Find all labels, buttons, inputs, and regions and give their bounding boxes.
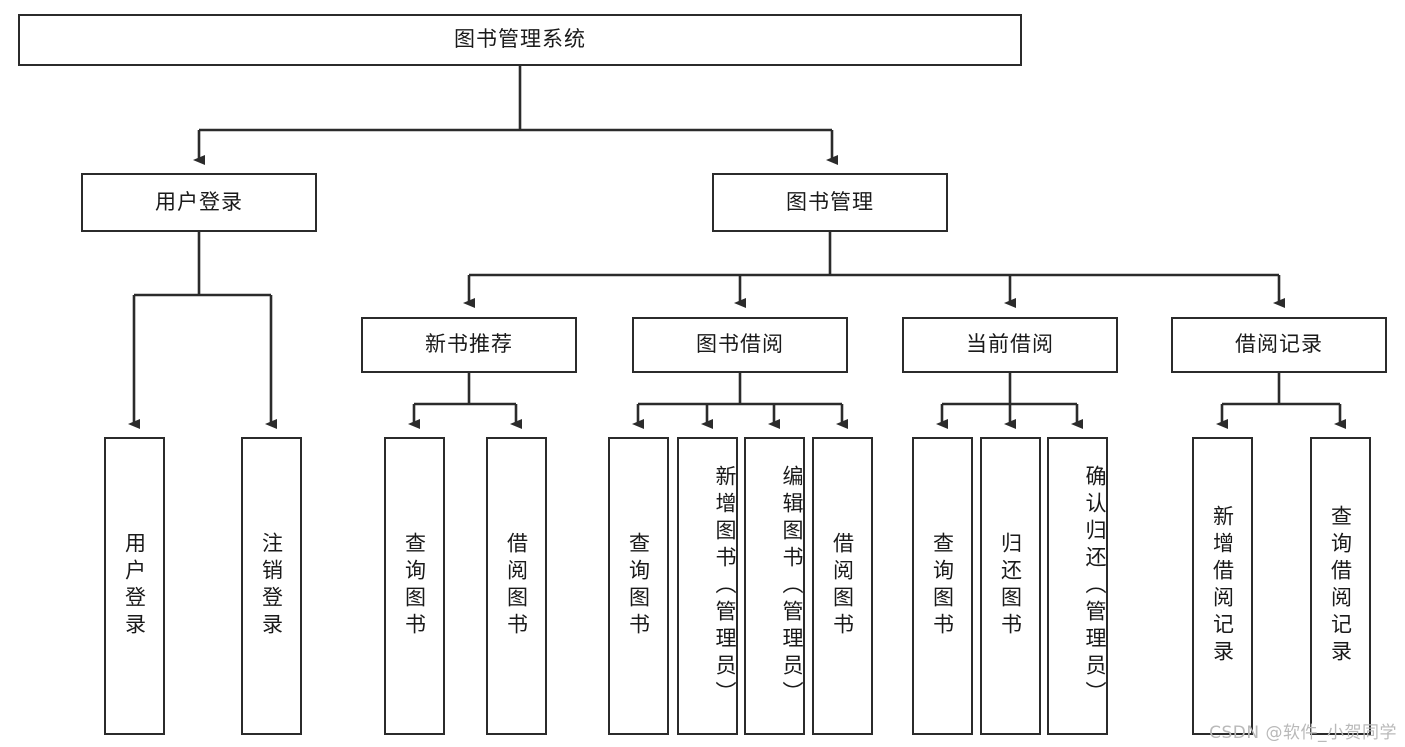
leaf-add-borrow-record[interactable]: 新增借阅记录: [1192, 437, 1253, 735]
node-new-book-recommend[interactable]: 新书推荐: [361, 317, 577, 373]
leaf-user-login[interactable]: 用户登录: [104, 437, 165, 735]
leaf-query-book-current[interactable]: 查询图书: [912, 437, 973, 735]
node-user-login[interactable]: 用户登录: [81, 173, 317, 232]
leaf-borrow-book[interactable]: 借阅图书: [812, 437, 873, 735]
leaf-confirm-return-admin[interactable]: 确认归还（管理员）: [1047, 437, 1108, 735]
leaf-logout-login[interactable]: 注销登录: [241, 437, 302, 735]
leaf-query-book-borrow[interactable]: 查询图书: [608, 437, 669, 735]
leaf-query-book-recommend[interactable]: 查询图书: [384, 437, 445, 735]
node-borrow-record[interactable]: 借阅记录: [1171, 317, 1387, 373]
node-root[interactable]: 图书管理系统: [18, 14, 1022, 66]
leaf-return-book[interactable]: 归还图书: [980, 437, 1041, 735]
leaf-borrow-book-recommend[interactable]: 借阅图书: [486, 437, 547, 735]
watermark-text: CSDN @软件_小贺同学: [1209, 723, 1397, 743]
leaf-query-borrow-record[interactable]: 查询借阅记录: [1310, 437, 1371, 735]
node-book-borrow[interactable]: 图书借阅: [632, 317, 848, 373]
node-current-borrow[interactable]: 当前借阅: [902, 317, 1118, 373]
node-book-manage[interactable]: 图书管理: [712, 173, 948, 232]
leaf-edit-book-admin[interactable]: 编辑图书（管理员）: [744, 437, 805, 735]
leaf-add-book-admin[interactable]: 新增图书（管理员）: [677, 437, 738, 735]
